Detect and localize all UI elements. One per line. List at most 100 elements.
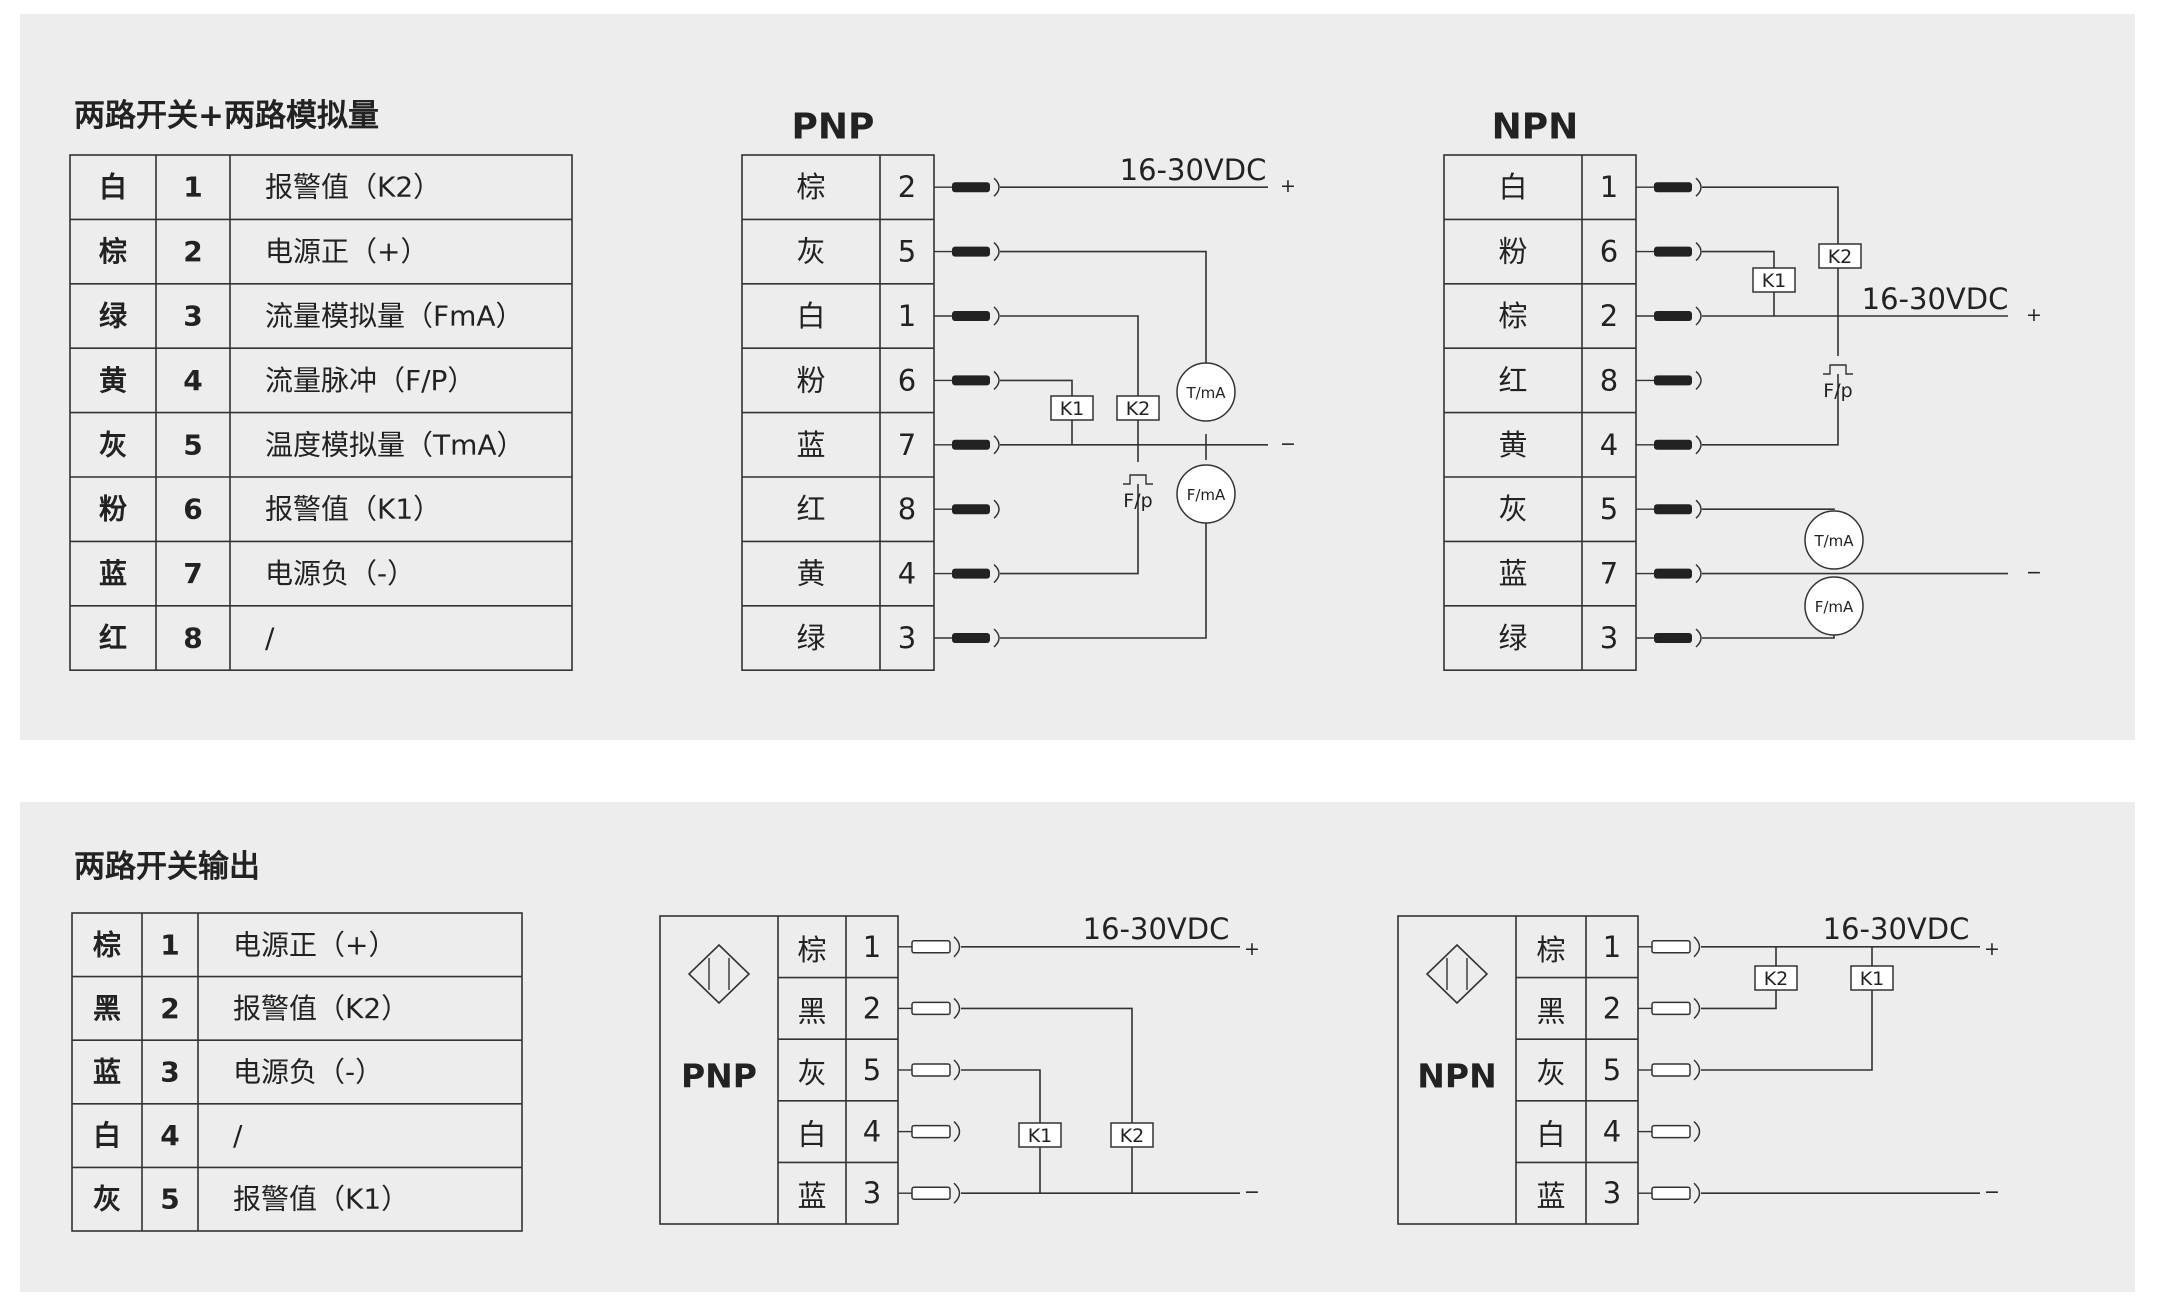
wire-connector	[1651, 940, 1691, 954]
pin-number-cell: 2	[183, 235, 202, 268]
sensor-symbol-icon	[1425, 943, 1489, 1005]
pin-number-cell: 6	[183, 493, 202, 526]
wire-connector-socket	[1695, 435, 1702, 455]
wire-color-label: 灰	[1536, 1056, 1565, 1090]
pin-number-cell: 4	[160, 1119, 179, 1152]
wire-connector-socket	[993, 435, 1000, 455]
pin-function-cell: 报警值（K2）	[233, 992, 409, 1025]
wire-connector-socket	[993, 306, 1000, 326]
green-wire-from-fma	[1000, 518, 1207, 639]
wire-color-label: 灰	[1498, 492, 1527, 526]
wire-color-label: 粉	[796, 363, 825, 397]
relay-k2: K2	[1828, 246, 1853, 268]
wire-color-cell: 蓝	[99, 557, 127, 590]
grey-wire-k1	[961, 1069, 1041, 1194]
wire-color-cell: 黄	[99, 364, 127, 397]
positive-terminal: +	[2026, 304, 2042, 326]
wire-connector-socket	[953, 997, 961, 1019]
pin-number-label: 1	[1603, 930, 1621, 964]
pin-function-cell: 报警值（K1）	[233, 1183, 409, 1216]
wire-connector-socket	[1695, 564, 1702, 584]
section-title-two-switch-two-analog: 两路开关+两路模拟量	[74, 98, 379, 134]
wire-connector	[952, 375, 990, 386]
wire-connector	[1651, 1063, 1691, 1077]
relay-k2: K2	[1764, 968, 1789, 990]
wire-connector	[911, 1063, 951, 1077]
wire-color-cell: 粉	[99, 493, 127, 526]
wire-connector-socket	[1693, 1182, 1701, 1204]
wire-connector	[1654, 311, 1692, 321]
relay-k2-box	[1818, 243, 1862, 269]
wire-connector-socket	[1693, 997, 1701, 1019]
pin-function-cell: /	[265, 622, 275, 655]
wire-color-cell: 白	[93, 1119, 121, 1152]
grey-wire-to-tma	[1702, 508, 1835, 511]
sensor-symbol-icon-inner	[708, 958, 730, 990]
pin-number-cell: 3	[160, 1056, 179, 1089]
wire-color-label: 棕	[796, 170, 825, 204]
wire-color-cell: 棕	[99, 235, 127, 268]
pin-number-cell: 5	[183, 428, 202, 461]
supply-voltage-label: 16-30VDC	[1120, 153, 1267, 187]
negative-terminal: −	[1280, 433, 1296, 455]
pin-number-label: 5	[1600, 492, 1618, 526]
supply-voltage-label: 16-30VDC	[1862, 282, 2009, 316]
pin-number-label: 7	[898, 428, 916, 462]
wire-color-label: 蓝	[1498, 557, 1527, 591]
wire-color-label: 黄	[796, 557, 825, 591]
wire-connector-socket	[993, 370, 1000, 390]
pin-number-cell: 7	[183, 557, 202, 590]
wire-color-cell: 白	[99, 171, 127, 204]
wire-color-label: 黑	[1536, 994, 1565, 1028]
wire-connector	[911, 1001, 951, 1016]
yellow-wire-pulse	[1000, 484, 1139, 575]
pin-number-label: 1	[1600, 170, 1618, 204]
section-title-two-switch-output: 两路开关输出	[74, 849, 260, 885]
wire-connector	[911, 1124, 951, 1139]
wire-connector	[1654, 568, 1692, 579]
wire-color-label: 红	[796, 492, 825, 526]
pin-number-label: 3	[1600, 621, 1618, 655]
relay-k2-box	[1110, 1122, 1154, 1148]
pink-wire-k1	[1702, 250, 1775, 316]
wire-color-label: 白	[797, 1118, 826, 1152]
supply-voltage-label: 16-30VDC	[1823, 912, 1970, 946]
relay-k2: K2	[1120, 1125, 1145, 1147]
wire-color-label: 黑	[797, 994, 826, 1028]
output-type-label: NPN	[1417, 1057, 1496, 1096]
pin-number-label: 2	[1603, 991, 1621, 1025]
relay-k1: K1	[1060, 398, 1085, 420]
pin-function-cell: /	[233, 1119, 243, 1152]
wire-color-label: 白	[1536, 1118, 1565, 1152]
temperature-ma-output: T/mA	[1185, 384, 1226, 402]
pin-number-label: 2	[1600, 299, 1618, 333]
wire-connector	[1651, 1186, 1691, 1200]
temperature-ma-output-circle	[1176, 362, 1236, 422]
pin-function-cell: 电源负（-）	[233, 1056, 383, 1089]
pin-table-bottom-border	[71, 912, 523, 1232]
sensor-symbol-icon	[687, 943, 751, 1005]
pin-function-cell: 报警值（K2）	[265, 171, 441, 204]
wire-connector-socket	[953, 1182, 961, 1204]
relay-k1-box	[1752, 267, 1796, 293]
wire-connector	[911, 940, 951, 954]
wire-color-label: 蓝	[1536, 1179, 1565, 1213]
wire-connector-socket	[1695, 370, 1702, 390]
wire-color-label: 棕	[1536, 933, 1565, 967]
wire-connector	[1654, 246, 1692, 257]
pin-number-cell: 3	[183, 300, 202, 333]
pin-number-label: 8	[898, 492, 916, 526]
wire-color-label: 白	[796, 299, 825, 333]
relay-k2-box	[1754, 965, 1798, 991]
wire-color-label: 棕	[1498, 299, 1527, 333]
pin-number-label: 6	[1600, 235, 1618, 269]
pulse-output-label: F/p	[1123, 490, 1152, 512]
wire-connector	[1654, 504, 1692, 515]
wire-connector-socket	[953, 936, 961, 958]
pin-number-cell: 4	[183, 364, 202, 397]
relay-k2-box	[1116, 395, 1160, 421]
